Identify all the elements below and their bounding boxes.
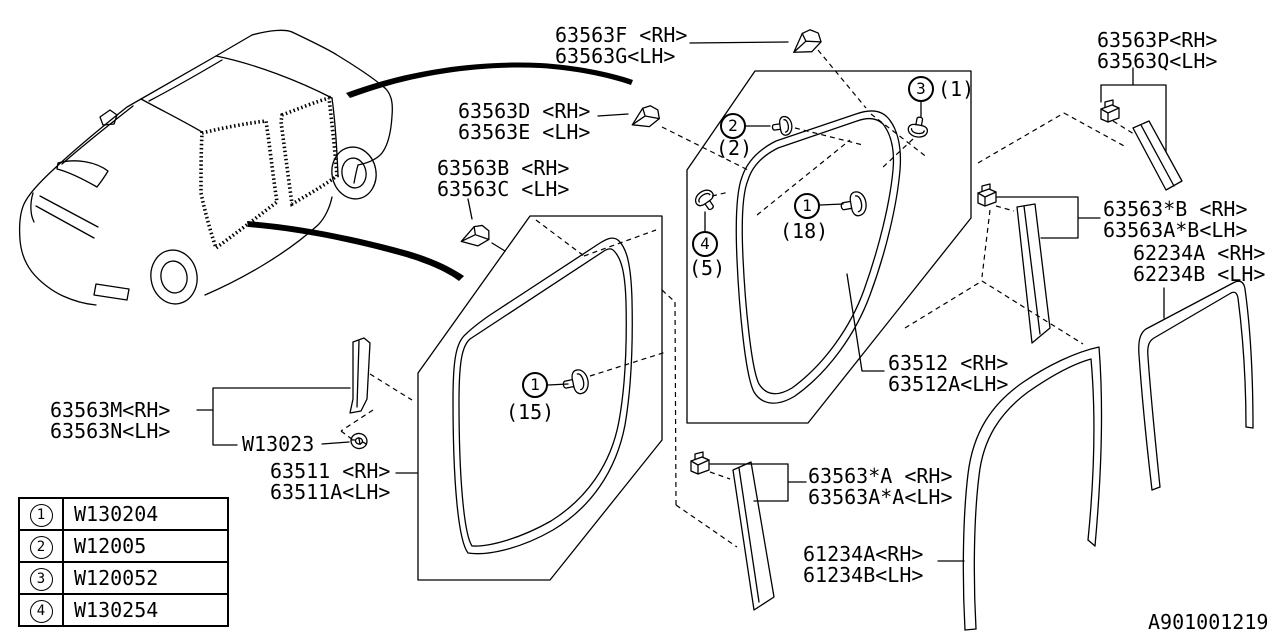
part-label-63563f: 63563F <RH>63563G<LH> <box>555 23 688 68</box>
part-label-63563p: 63563P<RH>63563Q<LH> <box>1097 28 1218 73</box>
diagram-code: A901001219 <box>1148 610 1269 634</box>
table-row: 4 W130254 <box>18 593 229 627</box>
fastener-legend: 1 W130204 2 W12005 3 W120052 4 W130254 <box>18 497 229 627</box>
part-label-63511: 63511 <RH>63511A<LH> <box>270 459 391 504</box>
clip-4-icon <box>692 186 721 215</box>
part-label-w13023: W13023 <box>242 432 315 456</box>
rear-door-panel-frame <box>687 71 971 423</box>
association-dash-lines <box>341 50 1134 547</box>
callout-3-count: (1) <box>938 77 975 101</box>
door-seal-highlight-front <box>201 121 277 248</box>
table-row: 1 W130204 <box>18 497 229 531</box>
callout-1-front-count: (15) <box>506 400 555 424</box>
legend-part-3: W120052 <box>62 561 229 595</box>
motion-arrow-lower <box>247 221 464 281</box>
sash-cover-p <box>1133 121 1182 190</box>
callout-4: 4 <box>692 231 718 257</box>
part-label-63563-star-a: 63563*A <RH>63563A*A<LH> <box>808 464 953 509</box>
door-seal-highlight-rear <box>281 98 337 204</box>
callout-4-count: (5) <box>689 256 726 280</box>
glass-run-front <box>963 347 1101 630</box>
glass-run-rear <box>1139 281 1253 490</box>
legend-num-4: 4 <box>29 599 53 623</box>
front-wheel <box>147 246 202 307</box>
part-label-63563b: 63563B <RH>63563C <LH> <box>437 156 570 201</box>
legend-num-2: 2 <box>29 535 53 559</box>
sash-cover-m <box>350 338 370 413</box>
clip-3-icon <box>906 115 931 140</box>
sash-cover-b <box>1017 204 1050 343</box>
table-row: 2 W12005 <box>18 529 229 563</box>
clip-2-icon <box>770 115 794 138</box>
part-label-63563d: 63563D <RH>63563E <LH> <box>458 99 591 144</box>
part-label-62234: 62234A <RH>62234B <LH> <box>1133 241 1266 286</box>
legend-part-1: W130204 <box>62 497 229 531</box>
part-label-63563-star-b: 63563*B <RH>63563A*B<LH> <box>1103 197 1248 242</box>
callout-1-front: 1 <box>522 372 548 398</box>
rear-wheel <box>328 144 380 203</box>
clip-star-b-icon <box>977 183 997 207</box>
clip-p-icon <box>1100 99 1120 123</box>
legend-num-1: 1 <box>29 503 53 527</box>
rear-door-weatherstrip <box>736 111 900 403</box>
part-label-61234: 61234A<RH>61234B<LH> <box>803 542 924 587</box>
legend-part-4: W130254 <box>62 593 229 627</box>
sash-cover-a <box>733 462 774 610</box>
legend-part-2: W12005 <box>62 529 229 563</box>
clip-d-icon <box>631 104 661 128</box>
clip-star-a-icon <box>690 451 710 475</box>
motion-arrow-upper <box>346 62 633 98</box>
clip-b-icon <box>460 221 493 249</box>
callout-3: 3 <box>908 76 934 102</box>
callout-1-rear: 1 <box>794 193 820 219</box>
car-illustration <box>20 30 393 307</box>
part-label-63512: 63512 <RH>63512A<LH> <box>888 351 1009 396</box>
callout-2: 2 <box>720 113 746 139</box>
callout-1-rear-count: (18) <box>780 219 829 243</box>
grommet-w13023-icon <box>348 431 370 451</box>
part-label-63563m: 63563M<RH>63563N<LH> <box>50 398 171 443</box>
leader-lines <box>197 42 1166 561</box>
table-row: 3 W120052 <box>18 561 229 595</box>
callout-2-count: (2) <box>716 136 753 160</box>
clip-f-icon <box>791 28 823 54</box>
legend-num-3: 3 <box>29 567 53 591</box>
front-door-panel-frame <box>418 216 662 580</box>
